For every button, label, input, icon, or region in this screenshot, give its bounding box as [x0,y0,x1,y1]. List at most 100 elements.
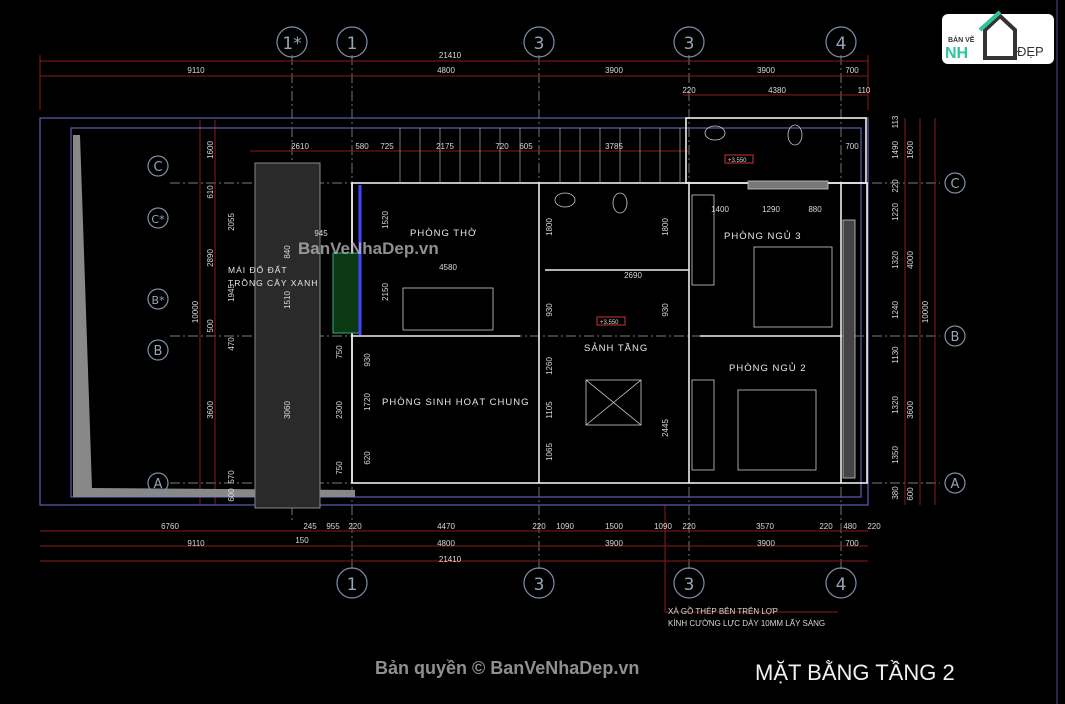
dimension-text: 700 [845,66,859,75]
room-phong-ngu-3: PHÒNG NGỦ 3 [724,230,802,242]
dimension-text: 10000 [921,300,930,323]
toilet [612,192,628,214]
dimension-text: 605 [519,142,533,151]
wardrobe-3 [691,194,715,286]
note-line: XÀ GỒ THÉP BÊN TRÊN LỢP [668,606,778,616]
dimension-text: 1290 [762,205,780,214]
roof-garden-tiles [254,162,321,509]
dimension-text: 930 [545,303,554,317]
vent [747,180,829,190]
dimensions-top: 21410 9110 4800 3900 3900 700 220 4380 1… [187,51,871,151]
dimension-text: 930 [661,303,670,317]
logo-text: NH [945,45,968,62]
dimension-text: 2055 [227,213,236,231]
axis-bubbles-left: C C* B* B A C B A [147,155,966,494]
axis-label: B* [151,294,165,307]
room-sinh-hoat-chung: PHÒNG SINH HOẠT CHUNG [382,397,530,408]
level-value: +3.550 [600,320,619,326]
dimension-text: 3900 [757,66,775,75]
dimension-text: 9110 [187,66,205,75]
axis-label: 3 [684,575,695,595]
skylight-slats [399,128,681,183]
axis-label: A [951,477,960,492]
dimension-text: 4580 [439,263,457,272]
dimension-text: 3785 [605,142,623,151]
dimension-text: 1800 [545,218,554,236]
sink [554,192,576,208]
dimension-text: 2300 [335,401,344,419]
level-tag [724,154,754,164]
label-mai-do-dat: MÁI ĐỔ ĐẤT [228,264,288,275]
dimension-text: 1065 [545,443,554,461]
dimension-text: 840 [283,245,292,259]
dimension-text: 1320 [891,251,900,269]
axis-label: B [951,330,960,345]
dimension-text: 700 [845,539,859,548]
dimension-text: 610 [206,185,215,199]
dimensions-right: 113 1490 220 1220 1320 1240 1130 1320 13… [891,115,930,501]
axis-bubbles-top: 1* 1 3 3 4 [276,26,857,58]
dimension-text: 4380 [768,86,786,95]
dimension-text: 1220 [891,203,900,221]
dimension-text: 1945 [227,284,236,302]
dimension-text: 930 [363,353,372,367]
dimension-text: 2150 [381,283,390,301]
dimension-text: 3600 [906,401,915,419]
bed-2 [737,389,817,471]
axis-label: C [950,177,959,192]
wardrobe-2 [691,379,715,471]
dimension-text: 3900 [605,66,623,75]
dimension-text: 1320 [891,396,900,414]
toilet-2 [787,124,803,146]
axis-bubbles-bottom: 1 3 3 4 [336,567,857,599]
axis-label: 1 [347,34,358,54]
dimension-text: 1400 [711,205,729,214]
dimension-text: 725 [380,142,394,151]
dimension-text: 1260 [545,357,554,375]
altar [402,287,494,331]
dimension-text: 580 [355,142,369,151]
dimension-text: 1105 [545,401,554,419]
dimension-text: 1490 [891,141,900,159]
dimension-text: 10000 [191,300,200,323]
dimension-text: 6760 [161,522,179,531]
axis-label: C* [151,213,165,226]
dimension-text: 220 [532,522,546,531]
dimension-text: 3570 [756,522,774,531]
dimension-text: 1130 [891,346,900,364]
axis-label: A [154,477,163,492]
dimension-text: 380 [891,486,900,500]
dimension-text: 750 [335,345,344,359]
dimension-text: 110 [858,86,871,95]
dimension-text: 4470 [437,522,455,531]
axis-label: 4 [836,575,847,595]
dimension-text: 700 [845,142,859,151]
dimension-text: 245 [303,522,317,531]
site-outline [39,117,869,506]
dimension-text: 720 [495,142,509,151]
axis-label: 3 [534,34,545,54]
dimension-text: 570 [227,470,236,484]
axis-label: 3 [534,575,545,595]
axis-label: 1 [347,575,358,595]
dimension-text: 3900 [605,539,623,548]
dimension-text: 600 [227,488,236,502]
bed-3 [753,246,833,328]
axis-label: B [154,344,163,359]
dimension-text: 1090 [654,522,672,531]
dimension-text: 1350 [891,446,900,464]
room-labels: PHÒNG THỜ PHÒNG NGỦ 3 PHÒNG NGỦ 2 SẢNH T… [228,228,806,408]
dimension-text: 220 [348,522,362,531]
sink-2 [704,125,726,141]
dimensions-left: 1600 610 2055 2890 1945 500 470 3600 570… [191,141,236,502]
axis-label: C [153,160,162,175]
balcony-rail [842,219,856,479]
room-phong-tho: PHÒNG THỜ [410,228,477,239]
furniture [402,124,856,479]
walls [351,117,868,484]
dimension-text: 2445 [661,419,670,437]
dimension-text: 4800 [437,66,455,75]
dimension-text: 3600 [206,401,215,419]
dimension-text: 220 [682,86,696,95]
